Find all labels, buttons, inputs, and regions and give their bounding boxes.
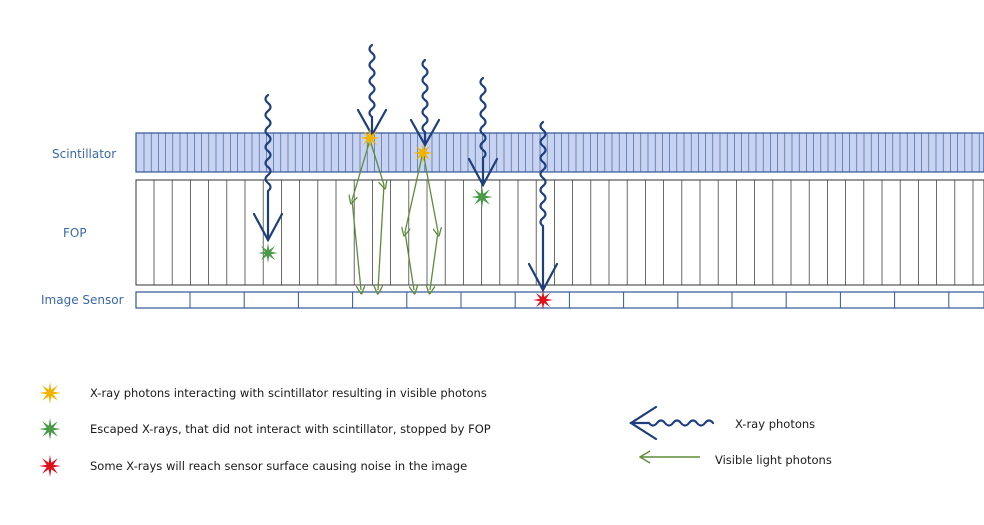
legend-yellow-star-text: X-ray photons interacting with scintilla… (90, 386, 487, 400)
yellow-star-icon (413, 143, 433, 163)
red-star-icon (39, 455, 61, 477)
legend-xray-arrow-text: X-ray photons (735, 417, 816, 431)
fop-label: FOP (63, 226, 87, 240)
scintillator-layer (135, 132, 984, 173)
red-star-icon (533, 290, 553, 310)
green-star-icon (258, 243, 278, 263)
legend (39, 382, 715, 477)
legend-red-star-text: Some X-rays will reach sensor surface ca… (90, 459, 468, 473)
fop-layer (135, 179, 984, 286)
scintillator-label: Scintillator (52, 147, 117, 161)
xray-arrow-icon (628, 405, 715, 441)
image-sensor-label: Image Sensor (41, 293, 124, 307)
yellow-star-icon (360, 128, 380, 148)
visible-light-paths (352, 139, 438, 290)
interaction-stars (258, 128, 553, 310)
legend-green-star-text: Escaped X-rays, that did not interact wi… (90, 422, 491, 436)
legend-visible-arrow-text: Visible light photons (715, 453, 832, 467)
visible-light-arrow-icon (638, 450, 700, 464)
yellow-star-icon (39, 382, 61, 404)
green-star-icon (39, 418, 61, 440)
image-sensor-layer (135, 291, 984, 309)
green-star-icon (471, 186, 493, 208)
